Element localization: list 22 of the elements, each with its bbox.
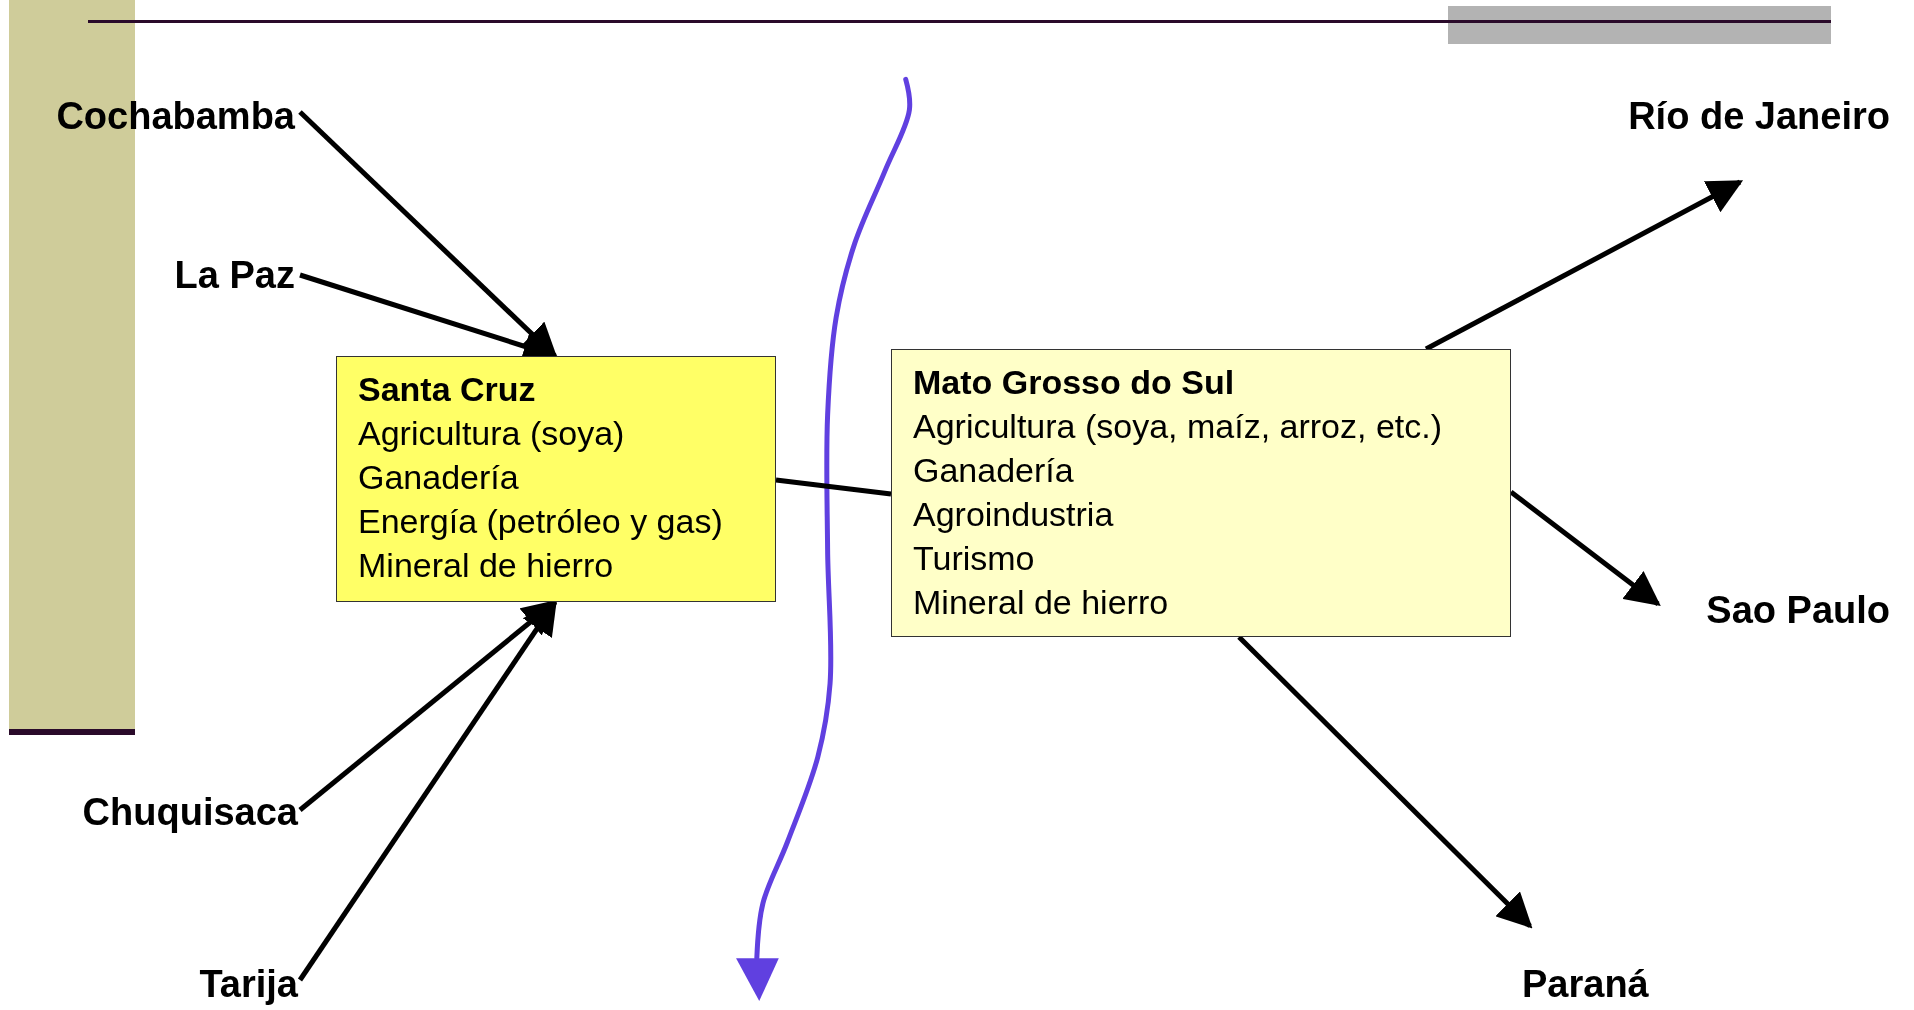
region-box — [336, 356, 776, 602]
list-item: Agroindustria — [913, 494, 1115, 535]
arrow — [1237, 635, 1533, 929]
place-label: La Paz — [150, 251, 295, 299]
list-item: Ganadería — [913, 450, 1075, 491]
place-label: Chuquisaca — [48, 788, 298, 836]
list-item: Agricultura (soya) — [358, 413, 626, 454]
list-item: Agricultura (soya, maíz, arroz, etc.) — [913, 406, 1444, 447]
list-item: Mineral de hierro — [913, 582, 1170, 623]
place-label: Sao Paulo — [1680, 586, 1890, 634]
place-label: Cochabamba — [20, 92, 295, 140]
region-box — [891, 349, 1511, 637]
place-label: Paraná — [1522, 960, 1672, 1008]
place-label: Río de Janeiro — [1580, 92, 1890, 140]
list-item: Turismo — [913, 538, 1036, 579]
box-heading: Mato Grosso do Sul — [913, 362, 1236, 403]
list-item: Mineral de hierro — [358, 545, 615, 586]
arrow — [1509, 490, 1661, 607]
list-item: Ganadería — [358, 457, 520, 498]
box-heading: Santa Cruz — [358, 369, 537, 410]
list-item: Energía (petróleo y gas) — [358, 501, 724, 542]
place-label: Tarija — [170, 960, 298, 1008]
